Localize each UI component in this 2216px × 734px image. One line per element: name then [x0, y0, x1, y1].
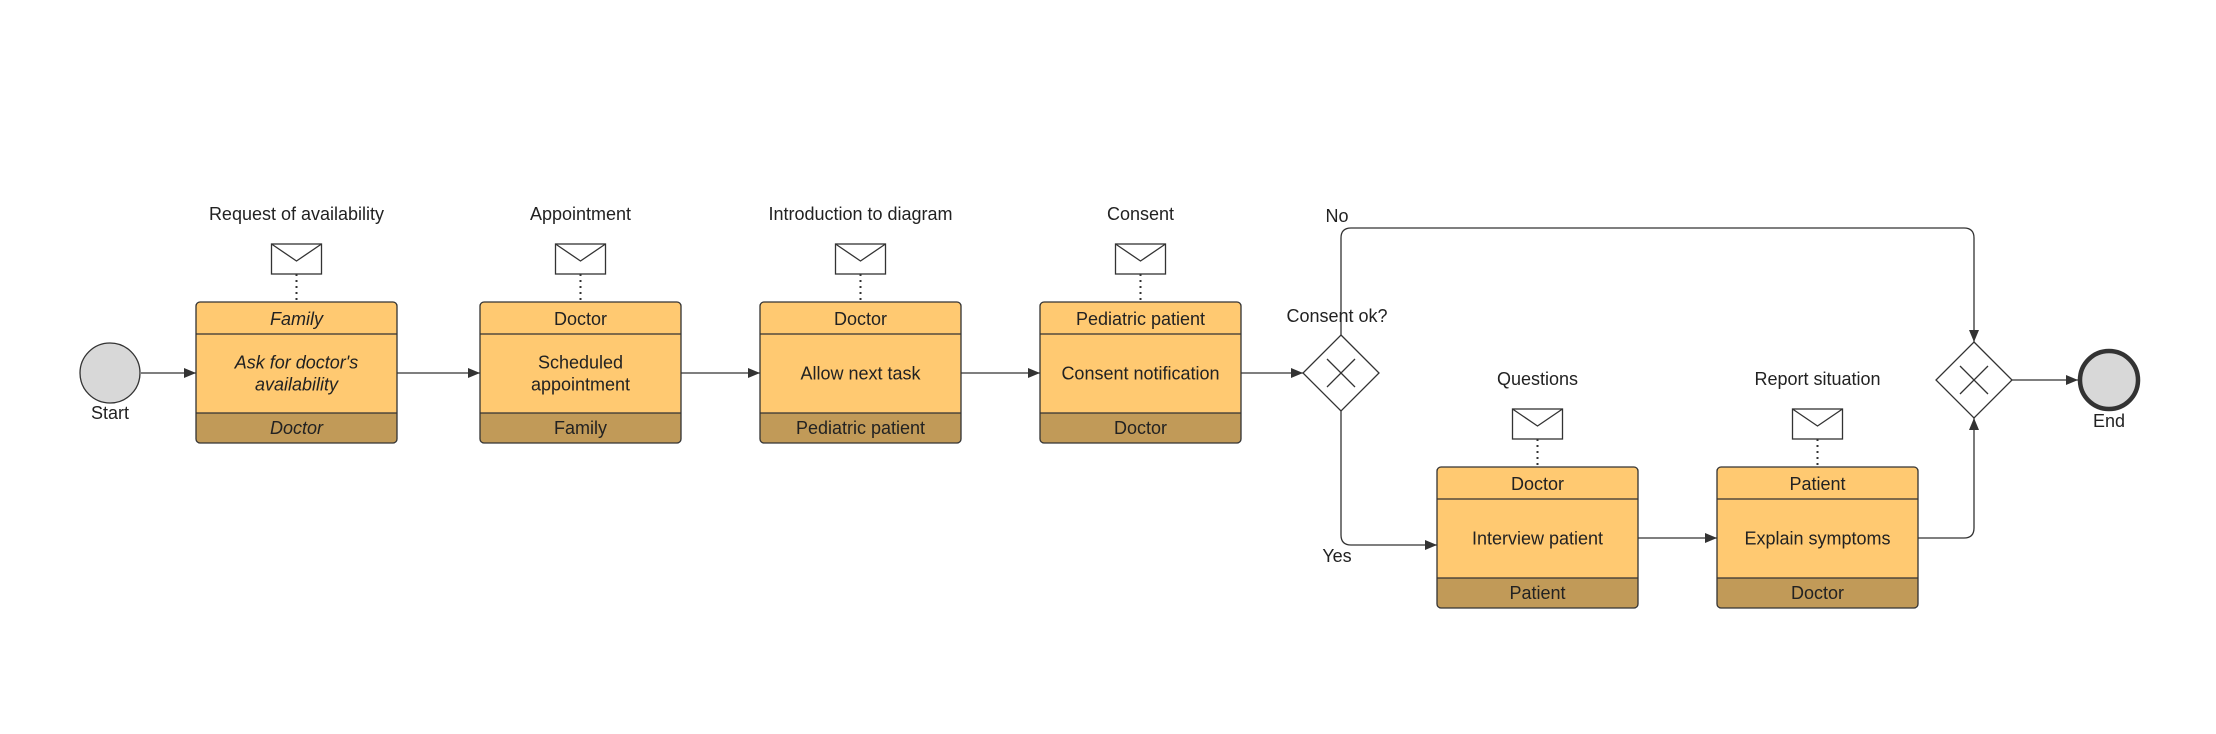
- participant-band-bottom: [196, 413, 397, 443]
- task-name: Scheduled: [538, 353, 623, 373]
- participant-band-bottom: [480, 413, 681, 443]
- gateway-question-label: Consent ok?: [1286, 306, 1387, 326]
- end-event-label: End: [2093, 411, 2125, 431]
- receiving-participant: Doctor: [270, 418, 324, 438]
- task-body: [480, 302, 681, 443]
- task-name: appointment: [531, 375, 630, 395]
- flow-yes[interactable]: [1340, 411, 1437, 550]
- receiving-participant: Pediatric patient: [796, 418, 925, 438]
- exclusive-gateway-x-icon: [1959, 365, 1989, 395]
- envelope-icon: [1114, 243, 1167, 275]
- message-label: Request of availability: [209, 204, 384, 224]
- task-body: [196, 302, 397, 443]
- envelope-icon: [834, 243, 887, 275]
- initiating-participant: Pediatric patient: [1076, 309, 1205, 329]
- receiving-participant: Doctor: [1791, 583, 1844, 603]
- message-label: Consent: [1107, 204, 1174, 224]
- message-label: Report situation: [1754, 369, 1880, 389]
- participant-band-bottom: [1040, 413, 1241, 443]
- initiating-participant: Doctor: [1511, 474, 1564, 494]
- initiating-participant: Family: [270, 309, 324, 329]
- envelope-icon: [270, 243, 323, 275]
- initiating-participant: Doctor: [834, 309, 887, 329]
- flow-yes-label: Yes: [1322, 546, 1351, 566]
- task-name: Interview patient: [1472, 529, 1603, 549]
- initiating-participant: Doctor: [554, 309, 607, 329]
- participant-band-bottom: [1437, 578, 1638, 608]
- envelope-icon: [554, 243, 607, 275]
- flow-no[interactable]: [1340, 227, 1979, 342]
- task-outline: [1436, 466, 1639, 609]
- task-name: Explain symptoms: [1744, 529, 1890, 549]
- end-event-circle: [2077, 348, 2141, 412]
- flow-task6-to-merge[interactable]: [1917, 418, 1979, 539]
- task-name: Consent notification: [1061, 364, 1219, 384]
- task-outline: [479, 301, 682, 444]
- participant-band-bottom: [1717, 578, 1918, 608]
- receiving-participant: Family: [554, 418, 607, 438]
- flow-no-label: No: [1325, 206, 1348, 226]
- task-outline: [1716, 466, 1919, 609]
- task-body: [1717, 467, 1918, 608]
- message-label: Introduction to diagram: [768, 204, 952, 224]
- envelope-icon: [1511, 408, 1564, 440]
- task-name: Allow next task: [800, 364, 921, 384]
- start-event-label: Start: [91, 403, 129, 423]
- participant-band-bottom: [760, 413, 961, 443]
- envelope-icon: [1791, 408, 1844, 440]
- end-event[interactable]: End: [2077, 348, 2141, 431]
- receiving-participant: Doctor: [1114, 418, 1167, 438]
- sequence-flows: [141, 227, 2078, 550]
- gateway-merge[interactable]: [1935, 341, 2013, 419]
- task-body: [1437, 467, 1638, 608]
- initiating-participant: Patient: [1789, 474, 1845, 494]
- receiving-participant: Patient: [1509, 583, 1565, 603]
- exclusive-gateway-x-icon: [1326, 358, 1356, 388]
- task-body: [760, 302, 961, 443]
- task-outline: [759, 301, 962, 444]
- choreography-task[interactable]: AppointmentDoctorScheduledappointmentFam…: [479, 204, 682, 444]
- start-event[interactable]: Start: [79, 342, 141, 423]
- task-name: Ask for doctor's: [234, 353, 358, 373]
- start-event-circle: [79, 342, 141, 404]
- message-label: Appointment: [530, 204, 631, 224]
- task-outline: [1039, 301, 1242, 444]
- message-label: Questions: [1497, 369, 1578, 389]
- task-outline: [195, 301, 398, 444]
- task-name: availability: [255, 375, 339, 395]
- gateway-consent[interactable]: Consent ok?: [1286, 306, 1388, 412]
- task-body: [1040, 302, 1241, 443]
